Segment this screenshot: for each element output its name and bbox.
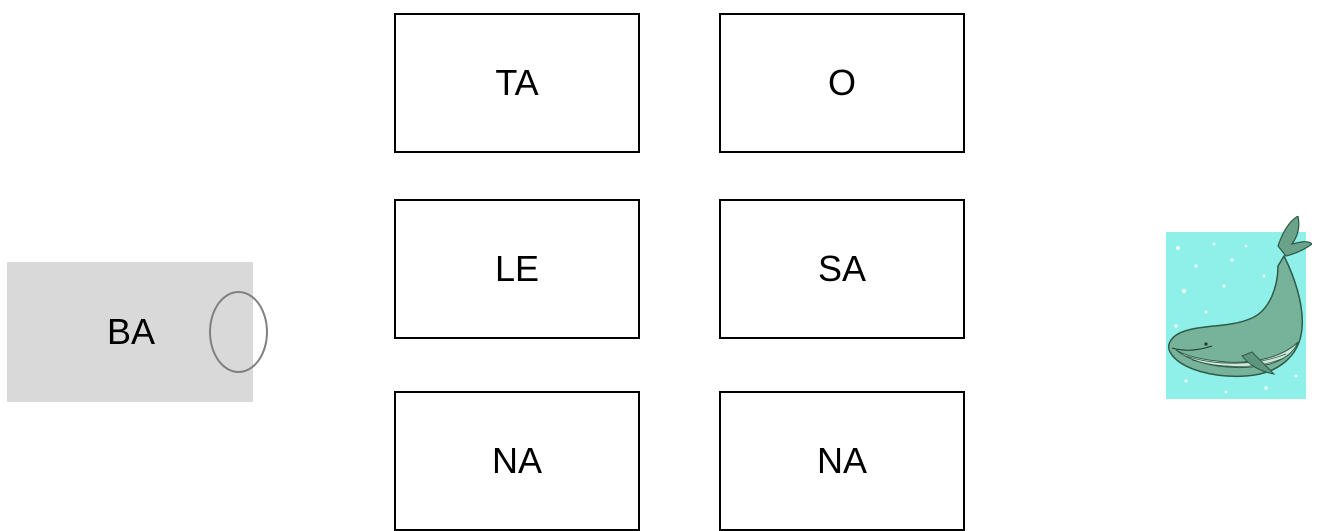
syllable-card-2[interactable]: O (719, 13, 965, 153)
syllable-card-label: SA (818, 248, 866, 290)
syllable-card-5[interactable]: NA (394, 391, 640, 531)
syllable-card-label: LE (495, 248, 539, 290)
syllable-card-1[interactable]: TA (394, 13, 640, 153)
syllable-card-6[interactable]: NA (719, 391, 965, 531)
syllable-card-label: NA (817, 440, 867, 482)
syllable-card-4[interactable]: SA (719, 199, 965, 339)
syllable-card-label: TA (495, 62, 538, 104)
whale-picture (1166, 216, 1312, 399)
syllable-card-3[interactable]: LE (394, 199, 640, 339)
start-syllable-label: BA (107, 311, 155, 353)
syllable-card-label: NA (492, 440, 542, 482)
connector-knob[interactable] (209, 291, 268, 373)
syllable-card-label: O (828, 62, 856, 104)
